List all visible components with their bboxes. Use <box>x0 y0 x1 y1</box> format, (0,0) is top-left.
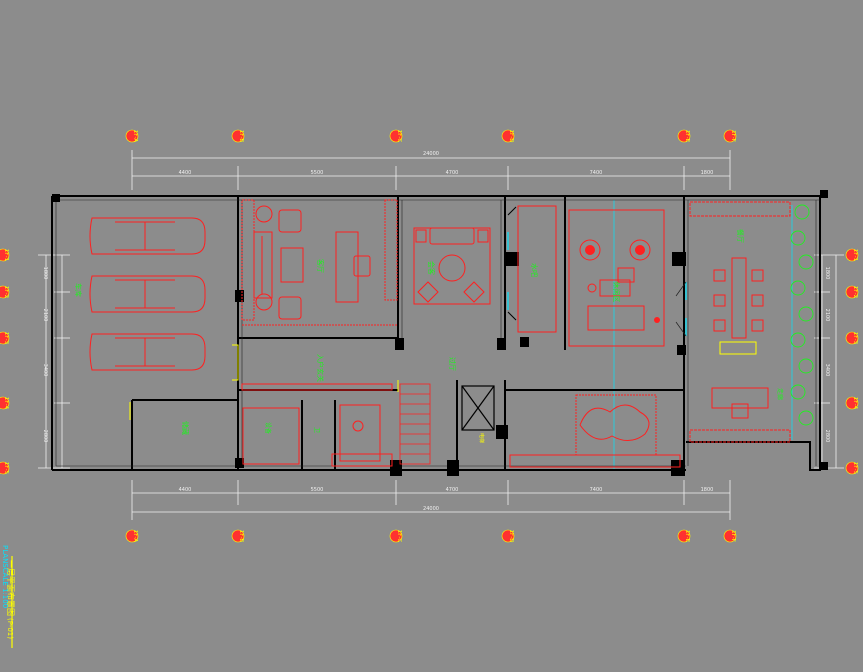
dim-bot-5: 1800 <box>701 487 714 493</box>
axis-4-right: 1F-4 <box>852 397 858 410</box>
label-garage: 车库 <box>74 283 83 297</box>
axis-3-right: 1F-3 <box>852 332 858 345</box>
axis-a-top: 1F-A <box>132 130 138 143</box>
leisure-furniture <box>509 209 681 468</box>
label-corridor: 走廊 <box>776 388 784 400</box>
reception-furniture <box>413 227 491 305</box>
dim-right-4: 2800 <box>824 430 830 443</box>
dim-bot-3: 4700 <box>446 487 459 493</box>
axis-5-left: 1F-5 <box>3 462 9 475</box>
axis-b-bot: 1F-B <box>238 530 244 542</box>
car-3 <box>89 333 206 371</box>
dining-furniture <box>689 201 791 443</box>
center-lines <box>613 200 793 470</box>
label-bar: 水吧 <box>530 263 539 277</box>
dim-top-1: 4400 <box>179 170 192 176</box>
label-hall: 过厅 <box>448 357 457 371</box>
elevator <box>461 385 495 431</box>
axis-4-left: 1F-4 <box>3 397 9 410</box>
dim-left-3: 3400 <box>42 364 48 377</box>
label-living-room: 客厅 <box>316 259 325 273</box>
dim-top-4: 7400 <box>590 170 603 176</box>
label-elevator: 电梯 <box>478 433 485 443</box>
axis-d-bot: 1F-D <box>508 530 514 543</box>
walls <box>51 195 821 471</box>
axis-d-top: 1F-D <box>508 130 514 143</box>
dimension-labels: 24000 4400 5500 4700 7400 1800 4400 5500… <box>42 151 830 512</box>
label-reception: 会客 <box>427 261 436 275</box>
dim-bot-4: 7400 <box>590 487 603 493</box>
axis-bubbles: 1F-A 1F-B 1F-C 1F-D 1F-E 1F-F 1F-A 1F-B … <box>0 130 859 543</box>
label-storage: 储藏 <box>181 421 190 435</box>
axis-2-left: 1F-2 <box>3 286 9 298</box>
dim-top-3: 4700 <box>446 170 459 176</box>
axis-5-right: 1F-5 <box>852 462 858 475</box>
axis-a-bot: 1F-A <box>132 530 138 543</box>
garage-cars <box>89 217 206 371</box>
axis-e-top: 1F-E <box>684 130 690 143</box>
label-utility: 设备 <box>264 422 272 434</box>
label-entry: 入户玄关 <box>316 354 325 382</box>
axis-c-bot: 1F-C <box>396 530 402 543</box>
dim-bot-1: 4400 <box>179 487 192 493</box>
dim-top-5: 1800 <box>701 170 714 176</box>
axis-b-top: 1F-B <box>238 130 244 142</box>
dim-bot-2: 5500 <box>311 487 324 493</box>
dim-left-1: 1800 <box>42 267 48 280</box>
axis-1-right: 1F-1 <box>852 249 858 261</box>
dim-left-2: 2100 <box>42 309 48 322</box>
axis-e-bot: 1F-E <box>684 530 690 543</box>
axis-3-left: 1F-3 <box>3 332 9 345</box>
dim-right-3: 3400 <box>824 364 830 377</box>
axis-2-right: 1F-2 <box>852 286 858 298</box>
dim-top-2: 5500 <box>311 170 324 176</box>
bar-furniture <box>507 205 557 333</box>
living-room-furniture <box>241 199 398 326</box>
dimension-lines <box>38 150 844 520</box>
label-dining: 餐厅 <box>736 229 745 243</box>
axis-f-bot: 1F-F <box>730 530 736 542</box>
dim-left-4: 2800 <box>42 430 48 443</box>
title-main: 一层平面布置图 <box>6 560 16 616</box>
axis-f-top: 1F-F <box>730 130 736 142</box>
label-leisure: 休闲区 <box>612 282 621 303</box>
car-2 <box>89 275 206 313</box>
title-code: (P-01) <box>6 618 14 639</box>
dim-top-total: 24000 <box>423 151 439 157</box>
label-restroom: 卫 <box>313 427 320 433</box>
title-block: 一层平面布置图 (P-01) PLANSCALE 1:100 <box>1 545 16 648</box>
car-1 <box>89 217 206 255</box>
columns <box>52 190 828 476</box>
axis-c-top: 1F-C <box>396 130 402 143</box>
wall-thin-lines <box>52 199 820 467</box>
dim-right-1: 1800 <box>824 267 830 280</box>
title-scale: PLANSCALE 1:100 <box>1 545 9 608</box>
planters <box>790 204 814 426</box>
stairs <box>399 383 431 465</box>
axis-1-left: 1F-1 <box>3 249 9 261</box>
dim-right-2: 2100 <box>824 309 830 322</box>
dim-bot-total: 24000 <box>423 506 439 512</box>
hall-elements <box>241 383 393 467</box>
